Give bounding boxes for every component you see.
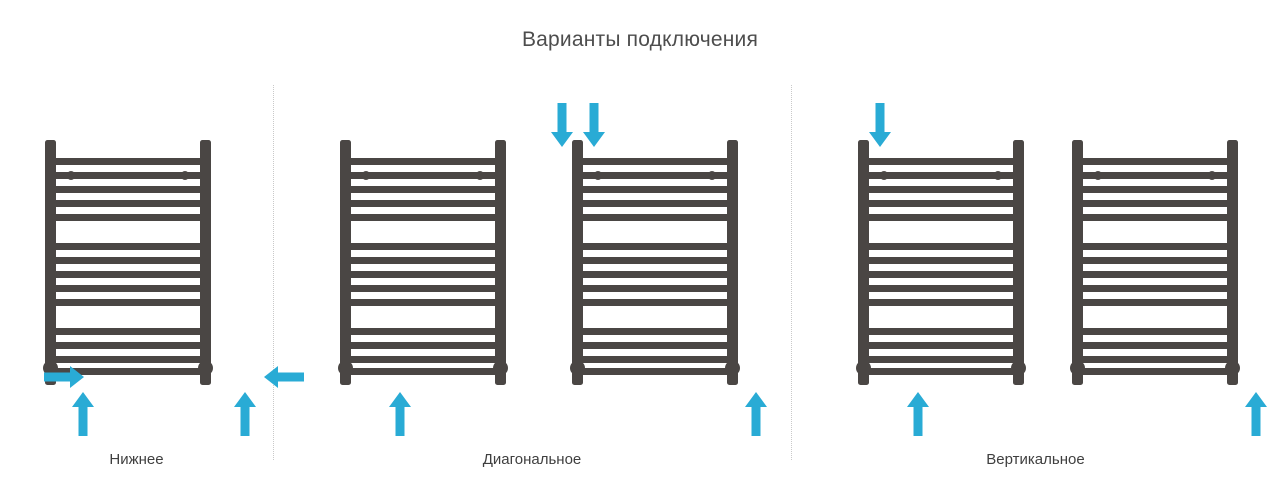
- group-label-diagonal: Диагональное: [482, 451, 582, 468]
- arrow-up-icon: [72, 392, 94, 436]
- radiator-vertical-2: [1065, 140, 1245, 385]
- arrow-up-icon: [745, 392, 767, 436]
- arrow-up-icon: [907, 392, 929, 436]
- radiator-diagonal-2: [565, 140, 745, 385]
- arrow-up-icon: [1245, 392, 1267, 436]
- group-label-bottom: Нижнее: [109, 451, 164, 468]
- radiator-vertical-1: [851, 140, 1031, 385]
- group-label-vertical: Вертикальное: [986, 451, 1085, 468]
- radiator-diagonal-1: [333, 140, 513, 385]
- arrow-down-icon: [551, 103, 573, 147]
- arrow-up-icon: [389, 392, 411, 436]
- arrow-down-icon: [869, 103, 891, 147]
- radiator-bottom-1: [38, 140, 218, 385]
- connection-group-bottom: Нижнее: [0, 0, 304, 494]
- arrow-right-icon: [44, 366, 84, 388]
- connection-group-diagonal: Диагональное: [273, 0, 791, 494]
- arrow-left-icon: [264, 366, 304, 388]
- arrow-up-icon: [234, 392, 256, 436]
- group-divider-1: [273, 85, 274, 460]
- connection-group-vertical: Вертикальное: [791, 0, 1280, 494]
- arrow-down-icon: [583, 103, 605, 147]
- group-divider-2: [791, 85, 792, 460]
- page-title: Варианты подключения: [521, 28, 759, 51]
